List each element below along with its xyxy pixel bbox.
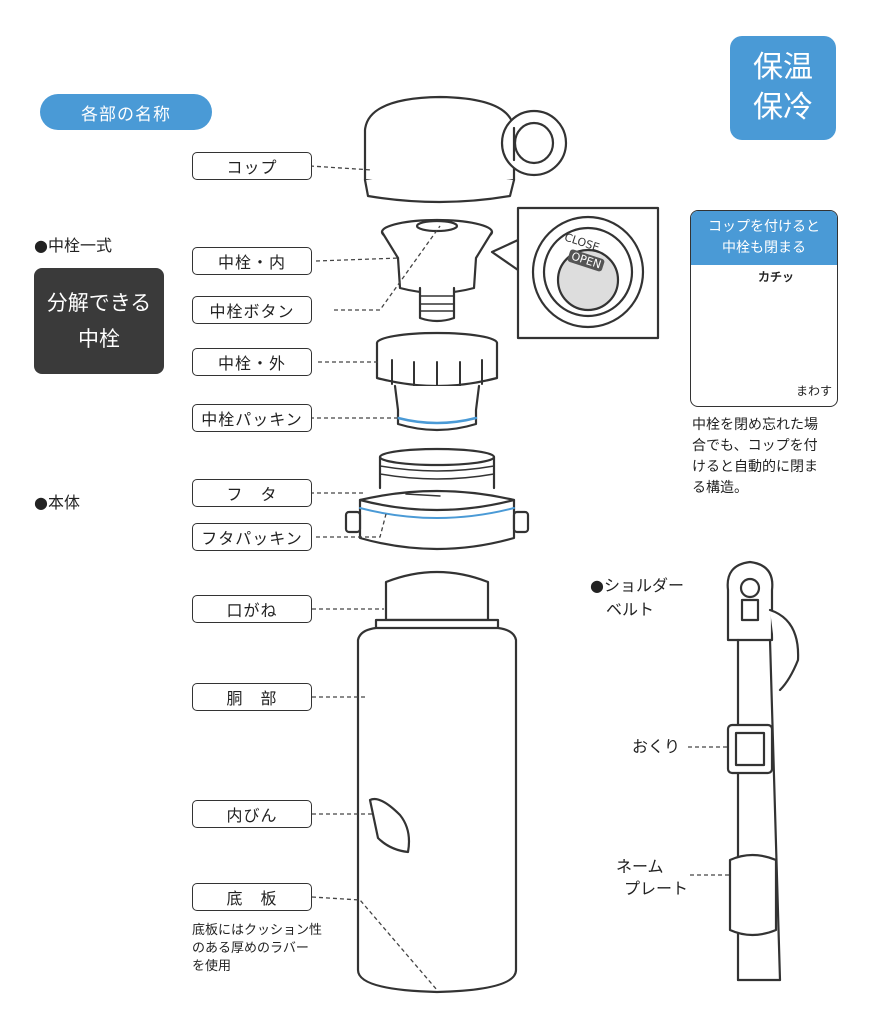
badge-line2: 保冷	[753, 90, 813, 125]
bottom-note-line2: のある厚めのラバー	[192, 941, 309, 956]
label-cup: コップ	[192, 152, 312, 180]
callout-head-line1: コップを付けると	[708, 219, 820, 235]
dark-box-line1: 分解できる	[46, 291, 152, 315]
leader-lines	[309, 165, 730, 991]
parts-title: 各部の名称	[40, 94, 212, 130]
section-shoulder-line2: ベルト	[606, 600, 655, 619]
button-zoom-drawing	[490, 206, 660, 340]
section-hontai: ●本体	[34, 493, 80, 512]
callout-heading: コップを付けると 中栓も閉まる	[691, 211, 837, 265]
label-kuchigane: 口がね	[192, 595, 312, 623]
right-note-line4: る構造。	[692, 480, 748, 496]
callout-head-line2: 中栓も閉まる	[722, 240, 806, 256]
lid-drawing	[344, 447, 530, 551]
bottom-note-line3: を使用	[192, 959, 232, 974]
turn-text: まわす	[796, 384, 833, 398]
auto-close-note: 中栓を閉め忘れた場 合でも、コップを付 けると自動的に閉ま る構造。	[692, 415, 852, 499]
auto-close-callout: コップを付けると 中栓も閉まる	[690, 210, 838, 407]
stopper-outer-drawing	[375, 331, 499, 432]
label-nakasen-button: 中栓ボタン	[192, 296, 312, 324]
nameplate-line1: ネーム	[616, 857, 664, 876]
bottom-plate-note: 底板にはクッション性 のある厚めのラバー を使用	[192, 922, 322, 976]
click-sound-text: カチッ	[758, 270, 795, 284]
right-note-line2: 合でも、コップを付	[692, 438, 818, 454]
section-shoulder: ●ショルダー ベルト	[590, 572, 684, 620]
label-okuri: おくり	[632, 737, 681, 756]
label-nakasen-packing: 中栓パッキン	[192, 404, 312, 432]
stopper-inner-drawing	[380, 218, 494, 323]
badge-line1: 保温	[753, 50, 813, 85]
nameplate-line2: プレート	[624, 879, 689, 898]
right-note-line3: けると自動的に閉ま	[692, 459, 818, 475]
label-naibin: 内びん	[192, 800, 312, 828]
dark-box-line2: 中栓	[78, 327, 120, 351]
label-nameplate: ネーム プレート	[616, 856, 688, 900]
label-sokoita: 底 板	[192, 883, 312, 911]
section-nakasen: ●中栓一式	[34, 236, 112, 255]
insulation-badge: 保温 保冷	[730, 36, 836, 140]
label-futa: フ タ	[192, 479, 312, 507]
label-dobu: 胴 部	[192, 683, 312, 711]
bottom-note-line1: 底板にはクッション性	[192, 923, 323, 938]
right-note-line1: 中栓を閉め忘れた場	[692, 417, 818, 433]
label-futa-packing: フタパッキン	[192, 523, 312, 551]
section-shoulder-line1: ●ショルダー	[590, 576, 684, 595]
detachable-stopper-box: 分解できる 中栓	[34, 268, 164, 374]
label-nakasen-inner: 中栓・内	[192, 247, 312, 275]
label-nakasen-outer: 中栓・外	[192, 348, 312, 376]
cup-drawing	[363, 95, 568, 204]
body-drawing	[356, 570, 518, 994]
strap-drawing	[726, 560, 800, 982]
